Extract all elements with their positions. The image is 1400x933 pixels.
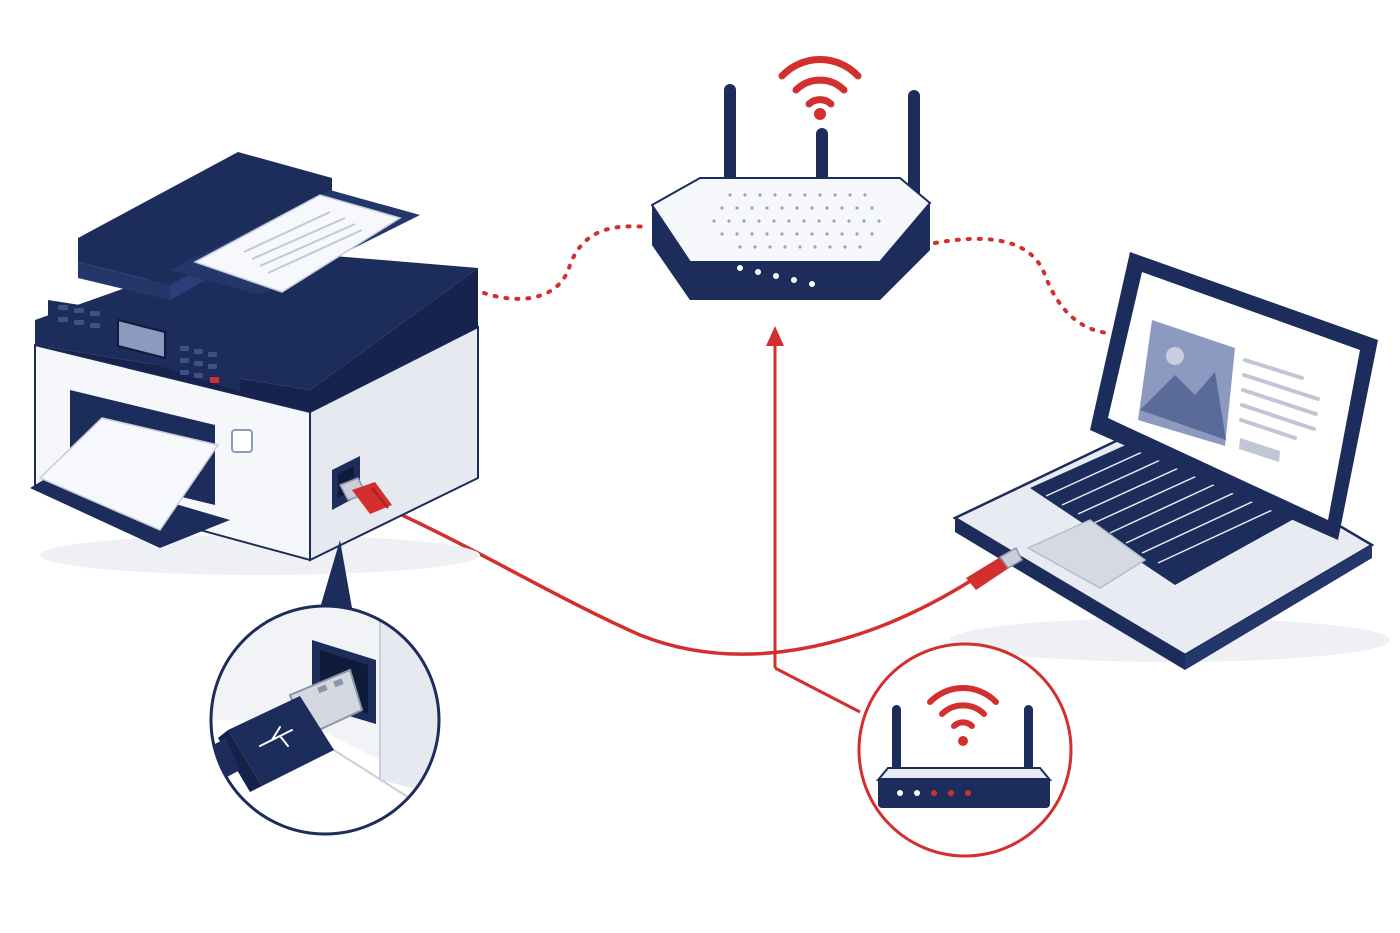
- wifi-signal-icon: [927, 685, 999, 729]
- printer-icon: [30, 152, 480, 575]
- usb-callout: [209, 604, 441, 836]
- usb-callout-pointer: [320, 540, 352, 608]
- usb-plug-laptop: [966, 546, 1023, 590]
- wifi-router-icon: [650, 56, 932, 300]
- wireless-link-router-laptop: [933, 236, 1110, 335]
- usb-plug-printer: [338, 477, 392, 514]
- laptop-icon: [950, 252, 1390, 670]
- router-callout: [857, 642, 1073, 858]
- router-callout-pointer: [774, 666, 861, 714]
- router-arrow-head: [766, 326, 784, 346]
- usb-cable: [378, 503, 974, 656]
- wifi-signal-icon: [778, 56, 862, 108]
- wireless-link-printer-router: [482, 224, 650, 301]
